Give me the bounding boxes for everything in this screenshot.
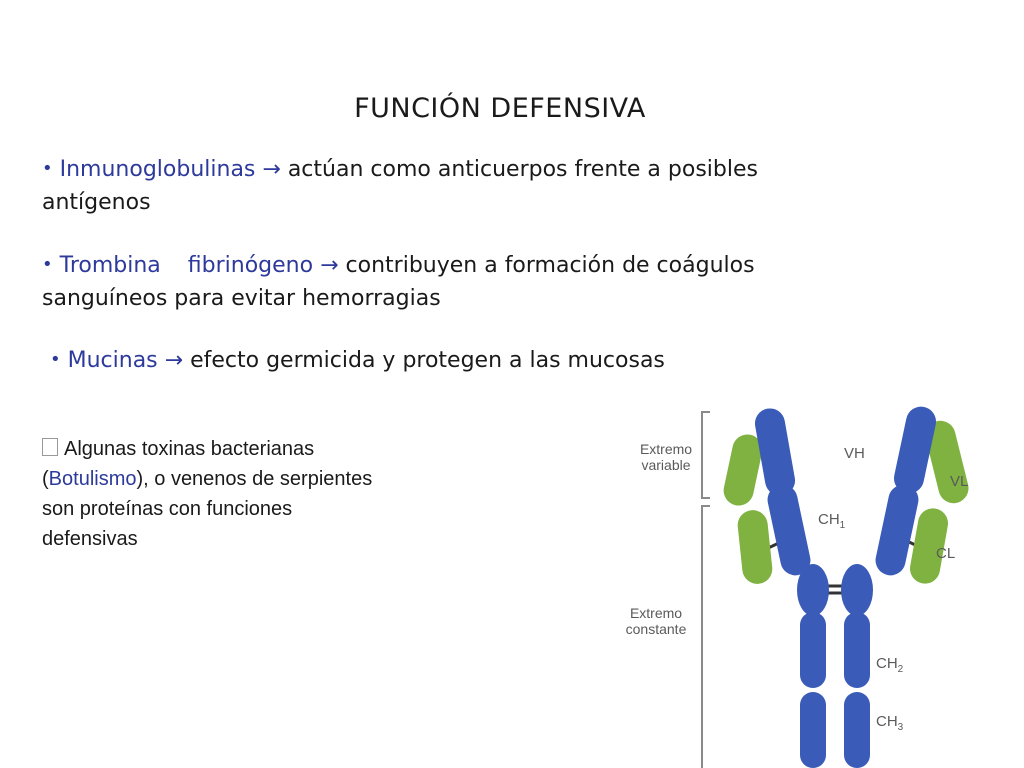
arrow-icon: →: [320, 253, 339, 278]
heavy-chain-right-vh: [893, 406, 937, 494]
term-trombina: Trombina: [59, 253, 161, 278]
heavy-chains: [754, 406, 937, 768]
bullet-dot: •: [42, 158, 53, 179]
term-inmunoglobulinas: Inmunoglobulinas: [59, 157, 256, 182]
bullet-dot: •: [50, 349, 61, 370]
bullet-text: efecto germicida y protegen a las mucosa…: [190, 348, 665, 373]
arrow-icon: →: [164, 348, 184, 373]
bullet-text: actúan como anticuerpos frente a posible…: [287, 157, 758, 182]
note-line-4: defensivas: [42, 528, 138, 550]
light-chain-right-constant: [910, 508, 948, 584]
label-ch1: CH1: [818, 511, 846, 531]
heavy-chain-right-ch3: [844, 692, 870, 768]
light-chain-left-constant: [737, 510, 773, 584]
note-line-3: son proteínas con funciones: [42, 498, 293, 520]
label-ch3: CH3: [876, 713, 904, 733]
note-line-2: ), o venenos de serpientes: [136, 468, 373, 490]
light-chain-left-variable: [723, 434, 763, 506]
heavy-chain-left-ch2: [800, 612, 826, 688]
note-line-1: Algunas toxinas bacterianas: [64, 438, 315, 460]
label-extremo-constante-2: constante: [626, 621, 687, 637]
heavy-chain-right-ch1: [875, 484, 919, 576]
label-extremo-variable-2: variable: [641, 457, 690, 473]
bullet-inmunoglobulinas: • Inmunoglobulinas → actúan como anticue…: [42, 152, 922, 219]
hinge-right: [841, 564, 873, 616]
bracket-variable: [701, 411, 710, 499]
bullet-mucinas: • Mucinas → efecto germicida y protegen …: [50, 343, 930, 377]
bullet-trombina: • Trombina fibrinógeno → contribuyen a f…: [42, 248, 922, 315]
term-fibrinogeno: fibrinógeno: [187, 253, 314, 278]
term-botulismo: Botulismo: [48, 468, 137, 490]
label-vh: VH: [844, 445, 865, 462]
heavy-chain-left-ch3: [800, 692, 826, 768]
antibody-diagram: Extremo variable Extremo constante VH VL…: [626, 406, 969, 768]
light-chain-right-variable: [925, 420, 969, 504]
heavy-chain-left-vh: [754, 408, 796, 496]
bullet-text-cont: sanguíneos para evitar hemorragias: [42, 286, 441, 311]
slide-title: FUNCIÓN DEFENSIVA: [354, 93, 646, 124]
bullet-dot: •: [42, 254, 53, 275]
label-extremo-variable-1: Extremo: [640, 441, 692, 457]
toxinas-note: Algunas toxinas bacterianas (Botulismo),…: [42, 434, 482, 554]
label-ch2: CH2: [876, 655, 904, 675]
term-mucinas: Mucinas: [67, 348, 158, 373]
bullet-text: contribuyen a formación de coágulos: [345, 253, 755, 278]
heavy-chain-left-ch1: [767, 484, 811, 576]
note-paren: (: [42, 468, 49, 490]
bracket-constant: [701, 505, 710, 768]
bullet-text-cont: antígenos: [42, 190, 151, 215]
label-extremo-constante-1: Extremo: [630, 605, 682, 621]
region-brackets: [701, 411, 710, 768]
checkbox-glyph-icon: [42, 438, 58, 456]
arrow-icon: →: [262, 157, 281, 182]
label-cl: CL: [936, 545, 955, 562]
heavy-chain-right-ch2: [844, 612, 870, 688]
label-vl: VL: [950, 473, 968, 490]
light-chains: [723, 420, 969, 584]
hinge-left: [797, 564, 829, 616]
